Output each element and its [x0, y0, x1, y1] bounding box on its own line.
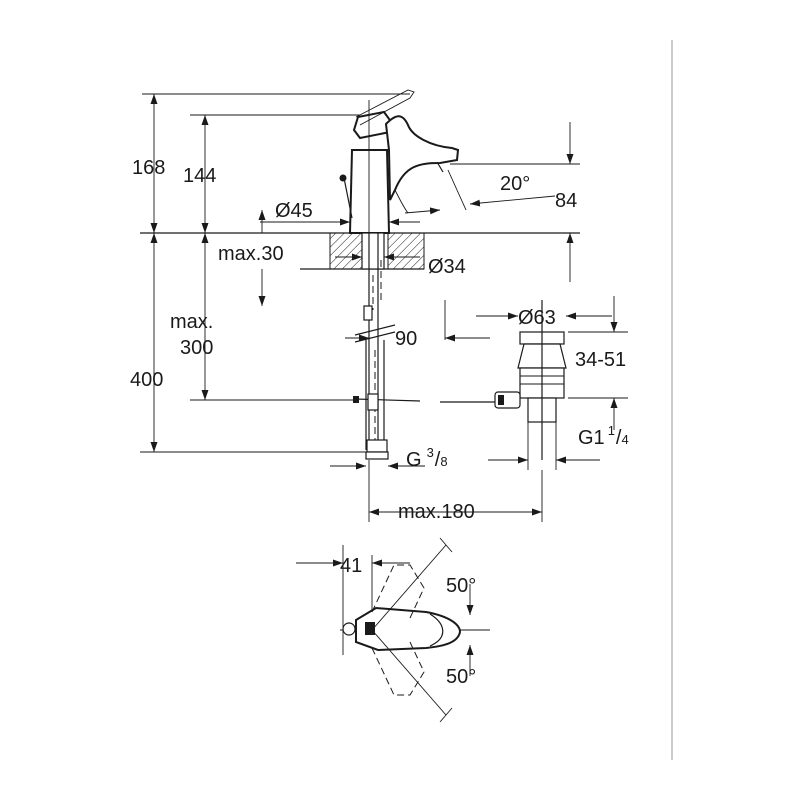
- label-spout-reach: 84: [555, 190, 577, 212]
- label-hole-diameter: Ø34: [428, 256, 466, 278]
- label-base-diameter: Ø45: [275, 200, 313, 222]
- label-plan-depth: 41: [340, 555, 362, 577]
- label-plan-angle-top: 50°: [446, 575, 476, 597]
- label-drain-offset: 90: [395, 328, 417, 350]
- label-deck-thickness: max.30: [218, 243, 284, 265]
- label-max-width: max.180: [398, 501, 475, 523]
- label-spout-angle: 20°: [500, 173, 530, 195]
- label-below-deck-2: 300: [180, 337, 213, 359]
- label-below-total: 400: [130, 369, 163, 391]
- label-168: 168: [132, 157, 165, 179]
- dimension-lines: [140, 93, 628, 522]
- label-drain-diameter: Ø63: [518, 307, 556, 329]
- supply-hoses: [353, 232, 495, 460]
- label-drain-range: 34-51: [575, 349, 626, 371]
- drain-assembly: [494, 300, 567, 460]
- faucet-body: [339, 89, 460, 234]
- plan-view: [296, 537, 490, 723]
- label-below-deck-1: max.: [170, 311, 213, 333]
- label-plan-angle-bottom: 50°: [446, 666, 476, 688]
- countertop: [140, 232, 580, 270]
- label-144: 144: [183, 165, 216, 187]
